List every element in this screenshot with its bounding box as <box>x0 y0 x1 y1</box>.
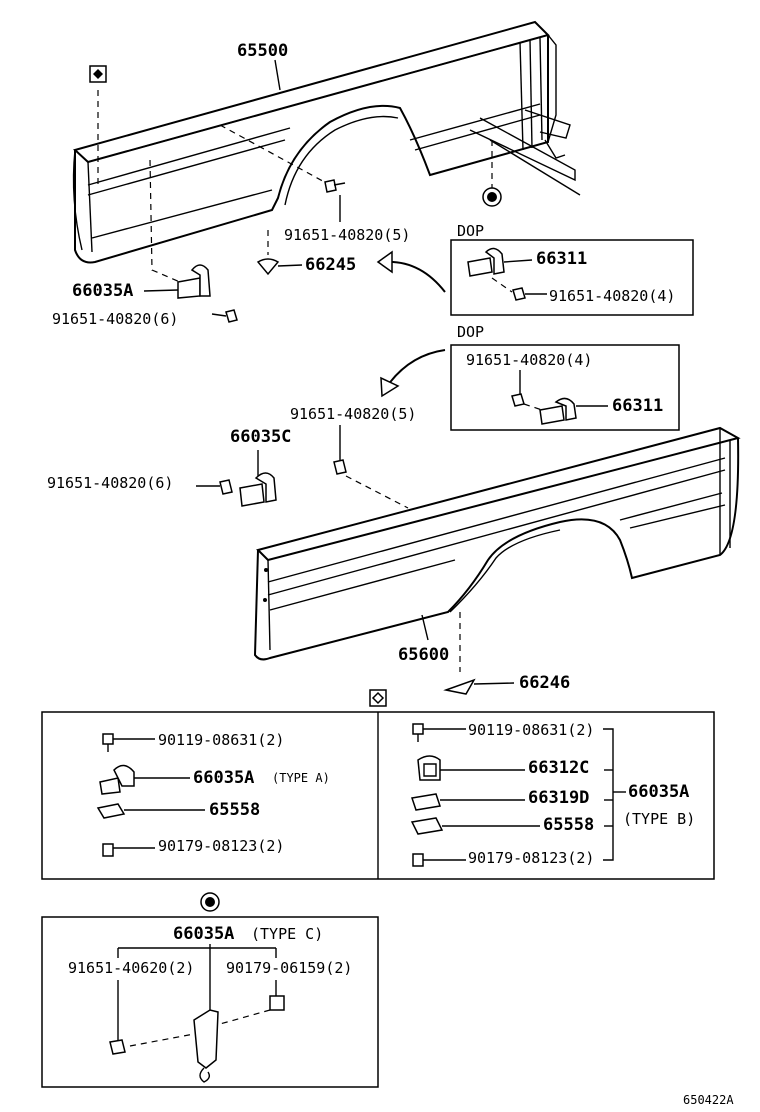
circle-dot-icon <box>200 892 220 912</box>
lower-side-panel <box>253 426 741 661</box>
screw-bracket-upper <box>211 309 238 323</box>
label-66312c: 66312C <box>528 758 589 778</box>
label-65600: 65600 <box>398 645 449 665</box>
label-nut-type-a: 90179-08123(2) <box>158 837 284 855</box>
label-screw-bracket-upper: 91651-40820(6) <box>52 310 178 328</box>
dop1-tag: DOP <box>457 222 484 240</box>
screw-type-c <box>109 1039 126 1055</box>
diamond-filled-icon <box>89 65 107 83</box>
label-bolt-type-a: 90119-08631(2) <box>158 731 284 749</box>
bracket-66319d <box>411 793 441 811</box>
plate-66245 <box>256 258 280 276</box>
screw-dop1 <box>512 287 547 301</box>
bracket-66311-dop2 <box>539 397 577 425</box>
bracket-66312c <box>417 755 441 781</box>
label-66035a-type-c: 66035A <box>173 924 234 944</box>
figure-code: 650422A <box>683 1093 734 1107</box>
label-66311-dop1: 66311 <box>536 249 587 269</box>
leader-upper-bracket <box>149 159 181 283</box>
leader-upper-screw <box>219 124 331 186</box>
bolt-type-b <box>412 723 424 742</box>
arrow-dop1 <box>384 260 446 293</box>
label-nut-type-c: 90179-06159(2) <box>226 959 352 977</box>
circle-dot-icon <box>482 187 502 207</box>
dop-box-2 <box>450 344 680 431</box>
diamond-outline-icon <box>369 689 387 707</box>
label-66035a-upper: 66035A <box>72 281 133 301</box>
label-65558-type-b: 65558 <box>543 815 594 835</box>
label-screw-dop1: 91651-40820(4) <box>549 287 675 305</box>
screw-upper <box>324 179 346 193</box>
label-screw-bracket-lower: 91651-40820(6) <box>47 474 173 492</box>
arrow-dop2 <box>387 349 446 386</box>
bracket-66311-dop1 <box>467 247 505 277</box>
label-screw-dop2: 91651-40820(4) <box>466 351 592 369</box>
bracket-66035c <box>239 472 277 507</box>
nut-type-a <box>102 843 114 857</box>
label-66035a-type-a: 66035A <box>193 768 254 788</box>
label-screw-lower: 91651-40820(5) <box>290 405 416 423</box>
label-type-a: (TYPE A) <box>272 771 330 785</box>
dop-box-1 <box>450 239 694 316</box>
screw-lower <box>333 459 347 475</box>
plate-type-b <box>410 817 444 835</box>
nut-type-c <box>269 995 285 1011</box>
nut-type-b <box>412 853 424 867</box>
label-66319d: 66319D <box>528 788 589 808</box>
bolt-type-a <box>102 733 114 752</box>
bracket-type-c <box>193 1009 219 1083</box>
label-66311-dop2: 66311 <box>612 396 663 416</box>
label-65558-type-a: 65558 <box>209 800 260 820</box>
label-type-c: (TYPE C) <box>251 925 323 943</box>
label-screw-type-c: 91651-40620(2) <box>68 959 194 977</box>
type-c-box <box>41 916 379 1088</box>
upper-side-panel <box>72 20 581 264</box>
label-screw-upper: 91651-40820(5) <box>284 226 410 244</box>
type-b-brace <box>603 728 614 861</box>
arrow-head-dop2 <box>380 376 400 398</box>
label-type-b: (TYPE B) <box>623 810 695 828</box>
plate-66246 <box>443 678 476 695</box>
bracket-66035a-upper <box>177 264 211 299</box>
dop2-tag: DOP <box>457 323 484 341</box>
label-66246: 66246 <box>519 673 570 693</box>
bracket-type-a <box>99 764 135 795</box>
leader-65600 <box>421 614 429 641</box>
label-nut-type-b: 90179-08123(2) <box>468 849 594 867</box>
label-bolt-type-b: 90119-08631(2) <box>468 721 594 739</box>
label-65500: 65500 <box>237 41 288 61</box>
plate-type-a <box>96 803 126 819</box>
label-66035a-type-b: 66035A <box>628 782 689 802</box>
screw-dop2 <box>511 393 525 407</box>
arrow-head-dop1 <box>376 250 393 274</box>
label-66035c: 66035C <box>230 427 291 447</box>
screw-bracket-lower <box>196 479 233 495</box>
label-66245: 66245 <box>305 255 356 275</box>
